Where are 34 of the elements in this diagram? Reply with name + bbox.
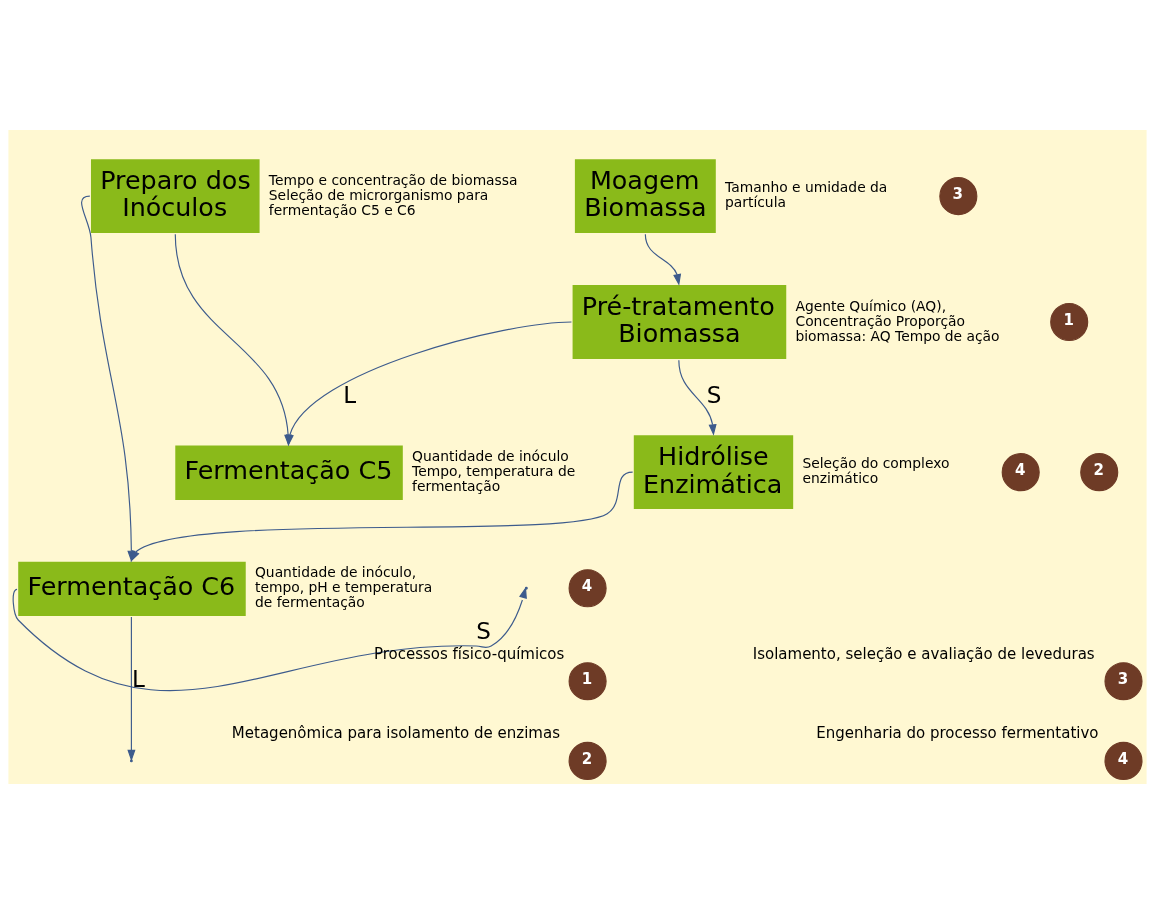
node-label: Isolamento, seleção e avaliação de leveduras	[752, 644, 1095, 663]
arrow	[12, 586, 527, 691]
node-label: Tamanho e umidade da partícula	[725, 179, 888, 211]
node-circle: 2	[568, 741, 607, 780]
arrow	[678, 359, 717, 436]
node-box: Moagem Biomassa	[574, 159, 716, 234]
edge-label: S	[476, 618, 491, 645]
node-circle: 4	[1104, 741, 1143, 780]
edge-label: L	[131, 665, 145, 692]
edge-label: S	[706, 381, 722, 408]
node-label: Seleção do complexo enzimático	[802, 455, 950, 487]
node-box: Hidrólise Enzimática	[633, 435, 794, 510]
node-label: Engenharia do processo fermentativo	[816, 724, 1099, 743]
node-circle: 2	[1080, 453, 1119, 492]
node-circle: 1	[568, 662, 607, 701]
arrow	[127, 616, 136, 762]
node-box: Fermentação C5	[175, 445, 403, 500]
node-circle: 3	[1104, 662, 1143, 701]
node-circle: 4	[1001, 453, 1040, 492]
node-label: Tempo e concentração de biomassa Seleção de microrganismo para fermentação C5 e C6	[268, 171, 518, 218]
node-circle: 4	[568, 569, 607, 608]
node-label: Metagenômica para isolamento de enzimas	[231, 724, 560, 743]
node-box: Pré-tratamento Biomassa	[572, 285, 787, 359]
node-circle: 1	[1050, 302, 1089, 342]
node-circle: 3	[939, 177, 978, 216]
edge-label: L	[343, 381, 357, 408]
node-box: Preparo dos Inóculos	[90, 159, 260, 234]
node-box: Fermentação C6	[18, 561, 246, 616]
arrow	[130, 471, 634, 563]
arrow	[644, 233, 682, 286]
node-label: Quantidade de inóculo Tempo, temperatura de fermentação	[412, 448, 576, 495]
node-label: Agente Químico (AQ), Concentração Proporção biomassa: AQ Tempo de ação	[795, 297, 1000, 344]
node-label: Quantidade de inóculo, tempo, pH e temperatura de fermentação	[254, 564, 433, 611]
node-label: Processos físico-químicos	[373, 644, 565, 663]
